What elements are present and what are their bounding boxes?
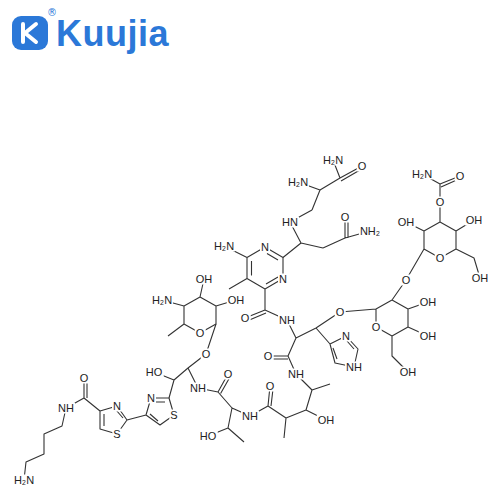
- atom-label: OH: [227, 295, 246, 306]
- brand-icon: [12, 16, 48, 50]
- linker-bonds: [154, 324, 216, 398]
- atom-label: O: [240, 313, 251, 324]
- atom-label: O: [223, 369, 234, 380]
- atom-label: N: [146, 393, 156, 404]
- atom-label: O: [401, 275, 412, 286]
- atom-label: O: [265, 381, 276, 392]
- atom-label: OH: [317, 415, 336, 426]
- atom-label: H₂N: [151, 295, 173, 306]
- atom-label: H₂N: [13, 475, 35, 486]
- atom-label: O: [435, 253, 446, 264]
- atom-label: S: [112, 429, 121, 440]
- registered-mark: ®: [47, 8, 57, 18]
- atom-label: OH: [465, 215, 484, 226]
- atom-label: O: [201, 349, 212, 360]
- atom-label: H₂N: [287, 177, 309, 188]
- atom-label: H₂N: [322, 155, 344, 166]
- gulose-bonds: [340, 280, 428, 372]
- pyrimidine-bonds: [224, 246, 287, 321]
- atom-label: HN: [281, 217, 299, 228]
- atom-label: OH: [471, 273, 490, 284]
- atom-label: NH: [278, 315, 296, 326]
- atom-label: OH: [397, 217, 416, 228]
- brand-watermark: Kuujia: [56, 16, 169, 52]
- icon-badge: [12, 16, 48, 50]
- atom-label: O: [455, 171, 466, 182]
- atom-label: N: [112, 401, 122, 412]
- atom-label: OH: [419, 331, 438, 342]
- atom-label: OH: [419, 297, 438, 308]
- atom-label: O: [195, 328, 206, 339]
- atom-label: HO: [145, 367, 164, 378]
- atom-label: NH: [189, 383, 207, 394]
- atom-label: O: [263, 351, 274, 362]
- mannose-bonds: [406, 174, 480, 280]
- bond-skeleton: [24, 160, 480, 480]
- top-side-chain-bonds: [283, 160, 370, 258]
- atom-label: OH: [195, 274, 214, 285]
- atom-label: NH₂: [359, 226, 381, 237]
- atom-label: N: [278, 274, 288, 285]
- atom-label: O: [435, 197, 446, 208]
- atom-label: NH: [241, 411, 259, 422]
- atom-label: S: [169, 410, 178, 421]
- valerate-threonine-bonds: [198, 374, 330, 442]
- atom-label: NH: [287, 369, 305, 380]
- atom-label: NH: [345, 362, 363, 373]
- atom-label: NH: [57, 403, 75, 414]
- atom-label: O: [371, 322, 382, 333]
- atom-label: N: [341, 331, 351, 342]
- atom-label: H₂N: [213, 241, 235, 252]
- atom-label: O: [340, 212, 351, 223]
- atom-label: O: [79, 373, 90, 384]
- icon-glyph: [23, 24, 36, 42]
- atom-label: N: [260, 242, 270, 253]
- atom-label: O: [335, 307, 346, 318]
- atom-label: H₂N: [411, 169, 433, 180]
- atom-label: HO: [199, 431, 218, 442]
- atom-label: OH: [399, 367, 418, 378]
- bithiazole-bonds: [24, 378, 174, 480]
- atom-label: O: [357, 161, 368, 172]
